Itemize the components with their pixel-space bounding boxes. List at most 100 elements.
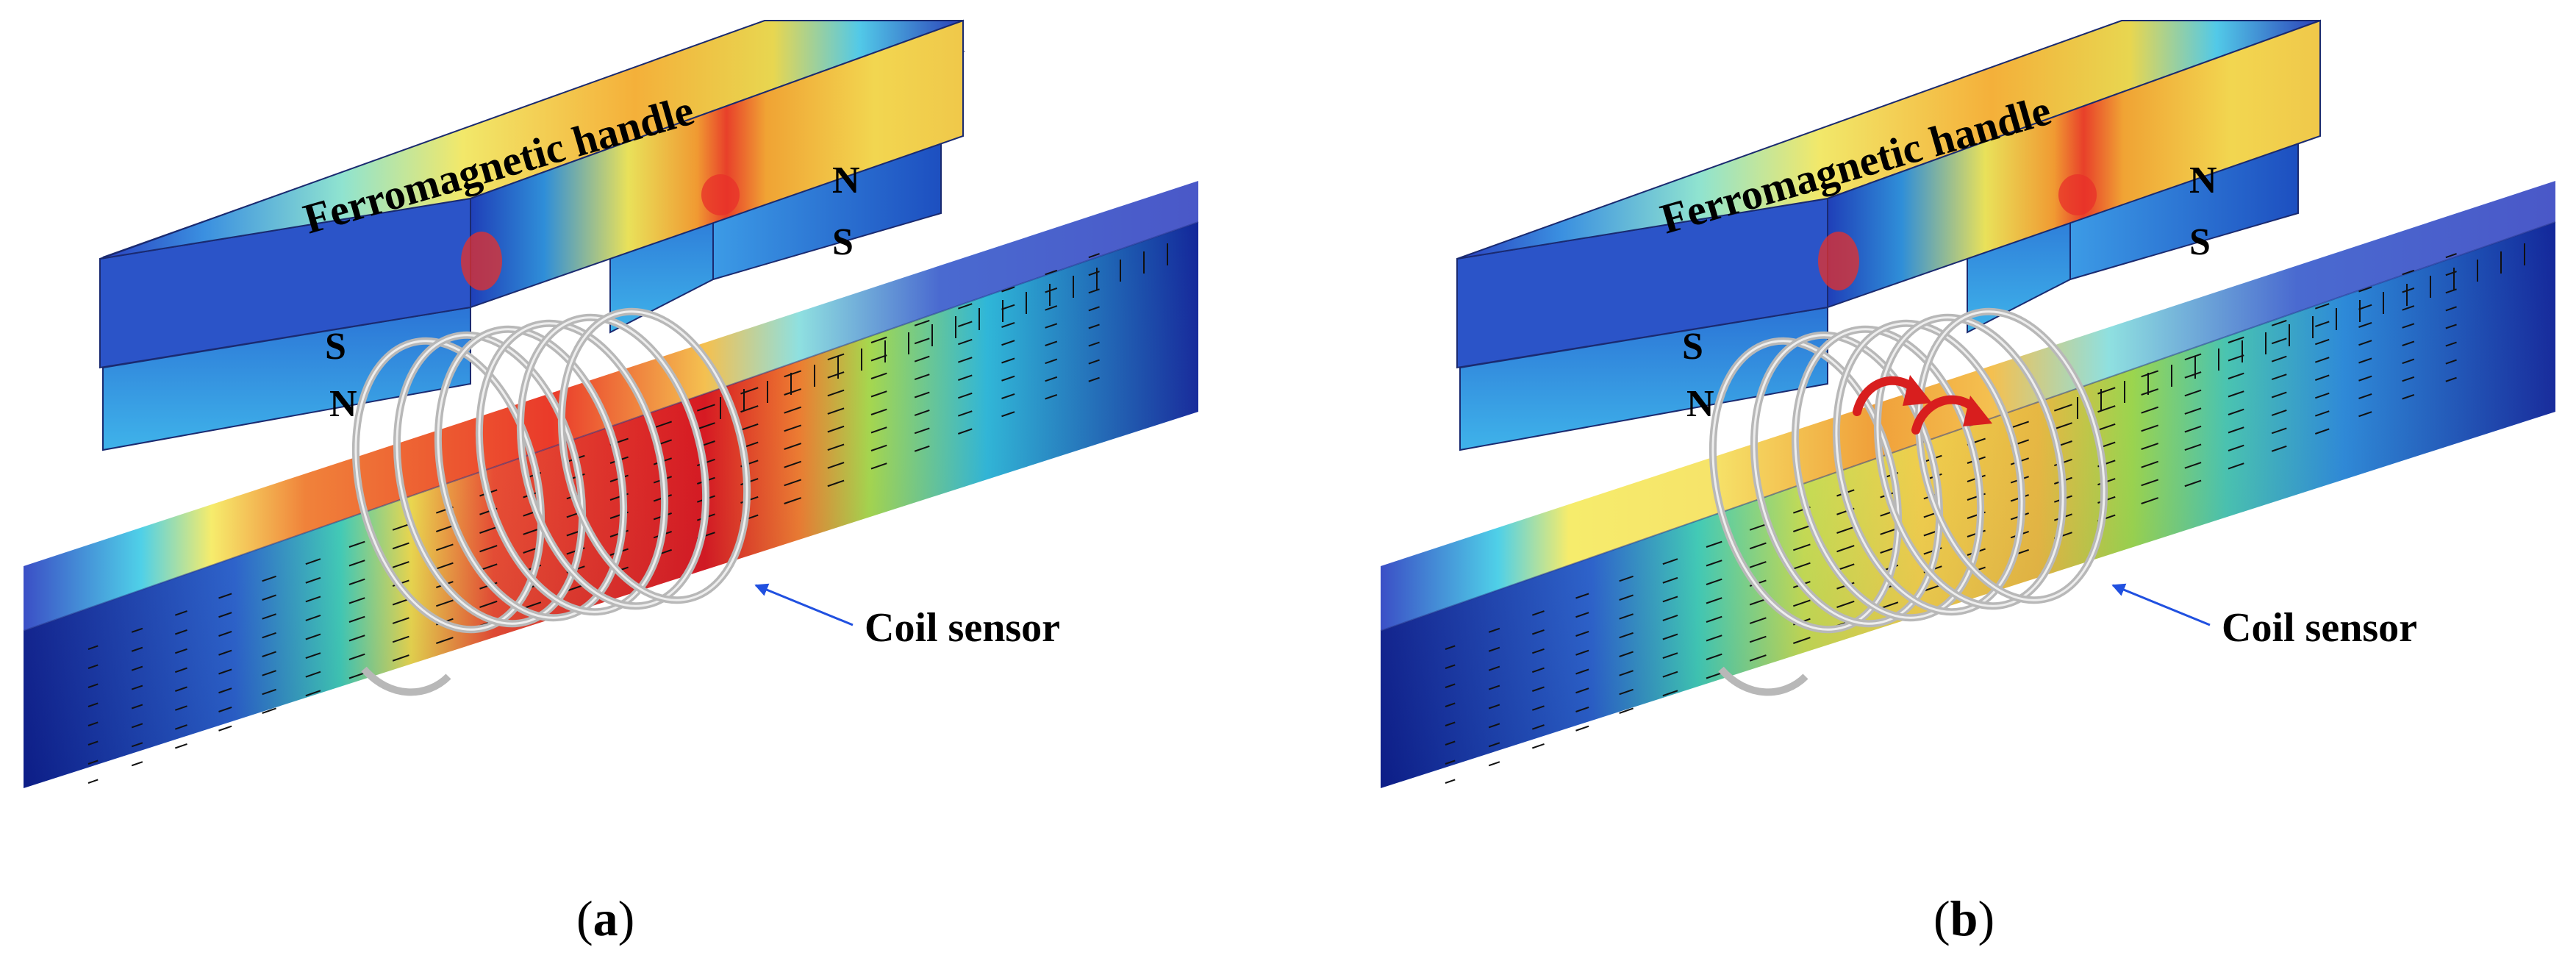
field-vector (2271, 319, 2287, 326)
field-vector (348, 540, 365, 548)
field-vector (131, 742, 143, 748)
field-vector (348, 635, 365, 642)
field-vector (1619, 707, 1634, 714)
field-vector (914, 374, 930, 381)
field-vector (2271, 410, 2287, 416)
field-vector (2228, 426, 2244, 434)
field-vector (1532, 629, 1545, 635)
field-vector (2445, 376, 2457, 382)
field-vector (2141, 460, 2159, 468)
field-vector (175, 610, 187, 616)
field-vector (1706, 635, 1722, 642)
field-vector (1001, 286, 1015, 293)
coil-turn (519, 316, 707, 607)
field-vector (1532, 724, 1545, 730)
field-vector (218, 593, 232, 599)
field-vector (175, 743, 187, 749)
field-vector (2184, 371, 2202, 379)
field-vector (2358, 411, 2372, 418)
field-vector (305, 690, 321, 697)
field-vector (1575, 593, 1589, 599)
field-vector (1532, 743, 1545, 749)
panel-b: Ferromagnetic handle S N N S Coil sensor… (1380, 19, 2556, 946)
field-vector (1045, 393, 1058, 400)
field-vector (2271, 445, 2287, 452)
field-vector (2097, 423, 2116, 431)
field-vector (262, 613, 276, 620)
field-vector (2141, 479, 2159, 487)
field-vector (1575, 668, 1589, 675)
field-vector (2141, 497, 2159, 504)
field-vector (914, 319, 930, 326)
field-vector (1445, 664, 1456, 669)
field-vector (870, 372, 887, 379)
field-vector (2271, 337, 2287, 345)
field-vector (1445, 721, 1456, 726)
field-vector (262, 707, 276, 714)
field-vector (87, 760, 99, 765)
field-vector (2228, 336, 2244, 343)
field-vector (1488, 761, 1500, 767)
field-vector (1488, 646, 1500, 652)
field-vector (2228, 372, 2244, 379)
field-vector (1749, 561, 1767, 568)
field-vector (1793, 525, 1811, 532)
field-vector (1706, 672, 1722, 679)
field-vector (1662, 615, 1678, 621)
field-vector (2141, 406, 2159, 414)
coil-lead (361, 666, 451, 696)
field-vector (2358, 357, 2372, 364)
field-vector (348, 672, 365, 679)
field-vector (2402, 269, 2415, 276)
field-vector (1532, 686, 1545, 692)
field-vector (436, 599, 454, 607)
field-vector (218, 725, 232, 732)
field-vector (1836, 545, 1855, 553)
field-vector (1749, 523, 1767, 531)
field-vector (1532, 648, 1545, 654)
field-vector (348, 560, 365, 567)
field-vector (784, 388, 802, 396)
field-vector (870, 390, 887, 398)
field-vector (523, 601, 542, 610)
field-vector (2402, 393, 2415, 400)
field-vector (1088, 324, 1100, 329)
field-vector (697, 422, 715, 430)
field-vector (2141, 388, 2159, 396)
field-vector (1445, 645, 1456, 650)
field-vector (436, 637, 454, 644)
field-vector (870, 462, 887, 470)
field-vector (1488, 685, 1500, 690)
field-vector (2141, 443, 2159, 450)
pole-label-right-top: N (832, 160, 860, 201)
field-vector (2315, 303, 2330, 310)
ferromagnetic-handle: Ferromagnetic handle S N N S (1456, 19, 2321, 451)
field-vector (1045, 358, 1058, 365)
field-vector (870, 426, 887, 434)
field-vector (348, 597, 365, 604)
field-vector (218, 612, 232, 618)
pole-label-right-bottom: S (2189, 221, 2211, 263)
panel-a: Ferromagnetic handle S N N S Coil sensor… (23, 19, 1199, 946)
field-vector (1793, 543, 1811, 551)
field-vector (1488, 665, 1500, 671)
field-vector (1793, 637, 1811, 644)
field-vector (305, 558, 321, 565)
field-vector (1619, 651, 1634, 657)
field-vector (2402, 287, 2415, 293)
field-vector (784, 479, 802, 487)
field-vector (1662, 633, 1678, 640)
field-vector (1793, 562, 1811, 570)
field-vector (697, 404, 715, 412)
field-vector (2402, 376, 2415, 382)
field-vector (2184, 389, 2202, 397)
field-vector (392, 561, 409, 568)
pole-label-left-top: S (1682, 326, 1703, 368)
field-vector (2054, 422, 2072, 430)
field-vector (2402, 323, 2415, 329)
field-vector (392, 635, 409, 643)
field-vector (1706, 615, 1722, 623)
field-vector (1575, 631, 1589, 637)
field-vector (2184, 407, 2202, 415)
field-vector (2315, 428, 2330, 435)
